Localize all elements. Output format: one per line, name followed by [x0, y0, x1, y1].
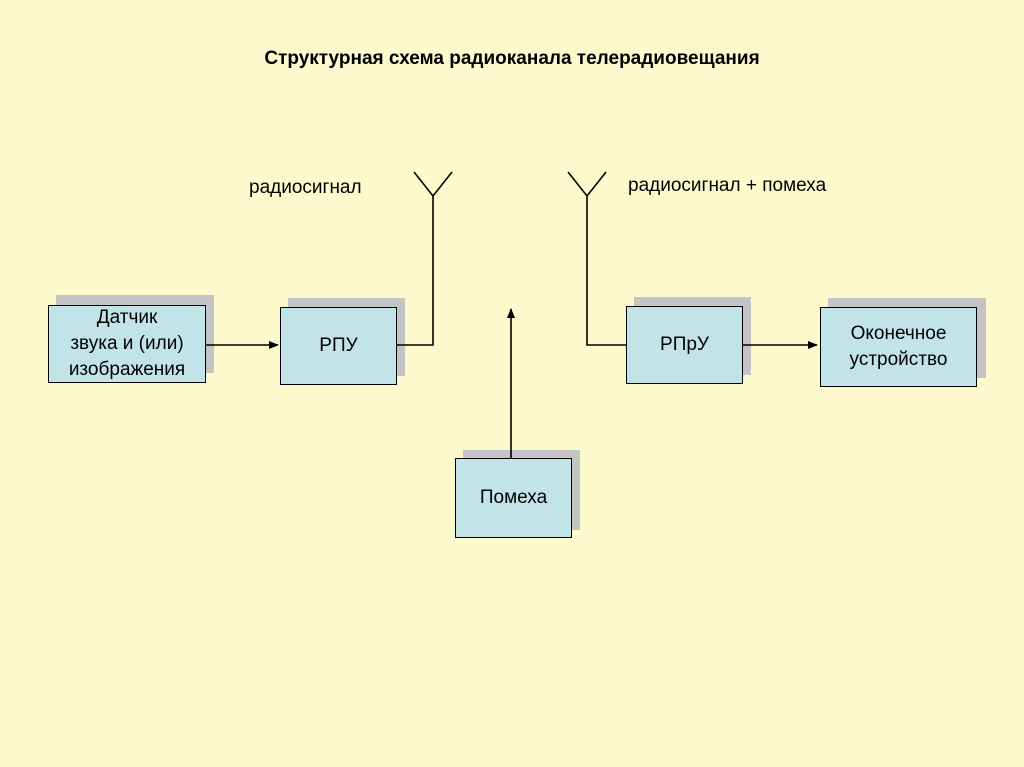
noise-block: Помеха [455, 458, 572, 538]
noise-block-label: Помеха [479, 487, 548, 508]
terminal-block: Оконечное устройство [820, 307, 977, 387]
receiver-block: РПрУ [626, 306, 743, 384]
receiver-block-label: РПрУ [660, 334, 709, 355]
receiver-antenna-feed [586, 196, 626, 346]
transmitter-block-label: РПУ [319, 335, 358, 356]
rx-signal-label: радиосигнал + помеха [628, 175, 827, 196]
sensor-block: Датчик звука и (или) изображения [48, 305, 206, 383]
transmitter-block: РПУ [280, 307, 397, 385]
sensor-block-label: Датчик звука и (или) изображения [68, 307, 186, 380]
tx-signal-label: радиосигнал [249, 177, 362, 198]
receive-antenna-icon [567, 171, 607, 198]
terminal-block-label: Оконечное устройство [849, 323, 948, 370]
diagram-title: Структурная схема радиоканала телерадиов… [264, 48, 760, 69]
transmitter-antenna-feed [397, 196, 434, 346]
transmit-antenna-icon [413, 171, 453, 198]
